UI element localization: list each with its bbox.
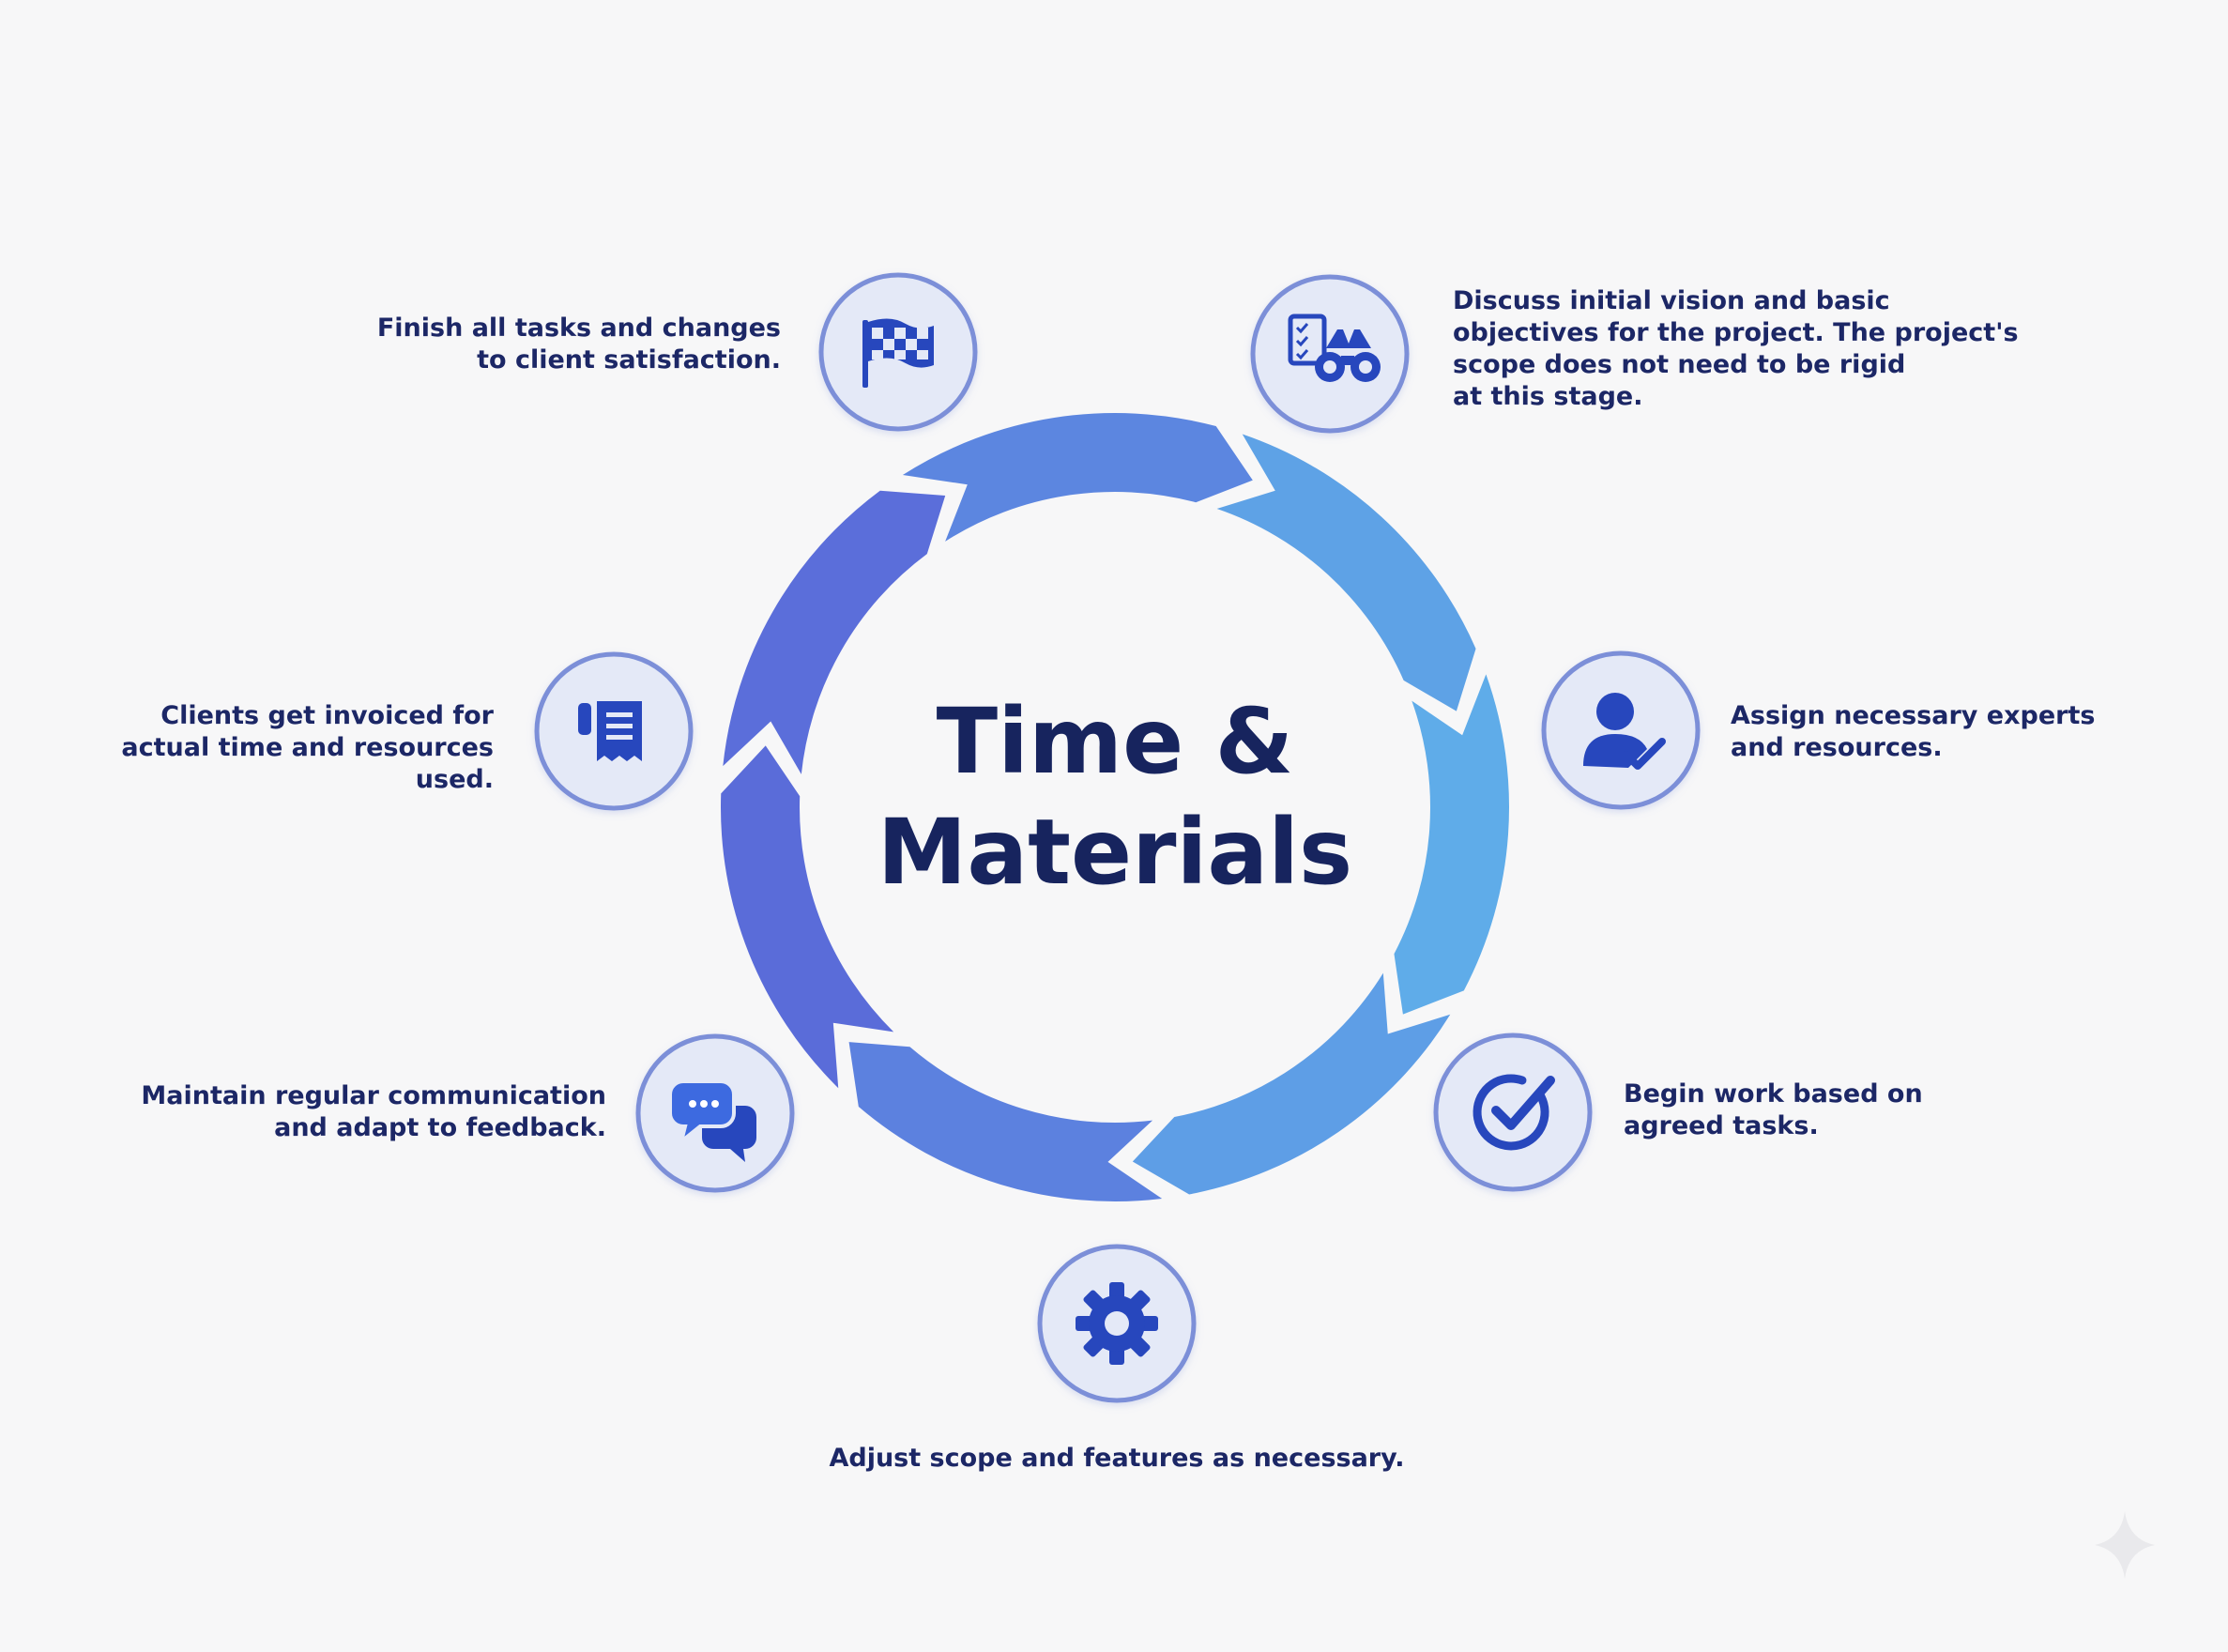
step-badge-invoice <box>534 651 694 811</box>
step-text-line: Assign necessary experts <box>1731 701 2096 730</box>
checklist-binoculars-icon <box>1288 314 1381 382</box>
ring-arrow-segment-adjust <box>1394 674 1510 1015</box>
step-text-line: Clients get invoiced for <box>160 701 494 730</box>
ring-arrow-segment-invoice <box>848 1042 1163 1201</box>
step-text-line: objectives for the project. The project'… <box>1453 318 2019 347</box>
center-title-line-2: Materials <box>877 800 1352 905</box>
step-text-invoice: Clients get invoiced for actual time and… <box>121 700 494 796</box>
step-text-line: Adjust scope and features as necessary. <box>829 1444 1405 1473</box>
cycle-ring <box>721 413 1510 1201</box>
ring-arrow-segment-discuss <box>723 490 946 774</box>
ring-arrow-segment-maintain <box>1132 972 1451 1195</box>
user-check-icon <box>1583 693 1666 770</box>
step-text-begin: Begin work based on agreed tasks. <box>1624 1078 1923 1142</box>
step-text-maintain: Maintain regular communication and adapt… <box>141 1080 606 1144</box>
ring-arrow-segment-assign <box>902 413 1253 542</box>
step-badge-begin <box>1433 1032 1593 1192</box>
chat-bubbles-icon <box>668 1079 756 1162</box>
step-text-line: at this stage. <box>1453 382 1643 411</box>
step-text-line: Discuss initial vision and basic <box>1453 286 1890 315</box>
step-text-discuss: Discuss initial vision and basic objecti… <box>1453 285 2019 413</box>
step-badge-assign <box>1541 650 1701 810</box>
step-text-line: and adapt to feedback. <box>274 1113 606 1142</box>
step-text-finish: Finish all tasks and changes to client s… <box>377 313 781 376</box>
step-text-line: used. <box>415 765 494 794</box>
step-text-line: scope does not need to be rigid <box>1453 350 1906 379</box>
step-text-adjust: Adjust scope and features as necessary. <box>741 1443 1492 1475</box>
center-title-line-1: Time & <box>937 689 1294 794</box>
ring-arrow-segment-begin <box>1216 434 1476 711</box>
step-text-line: agreed tasks. <box>1624 1111 1819 1140</box>
sparkle-icon <box>2095 1511 2155 1579</box>
step-text-line: actual time and resources <box>121 733 494 762</box>
step-text-assign: Assign necessary experts and resources. <box>1731 700 2095 764</box>
step-badge-finish <box>818 272 978 432</box>
step-text-line: Finish all tasks and changes <box>376 314 781 343</box>
step-text-line: Begin work based on <box>1624 1079 1923 1109</box>
step-text-line: to client satisfaction. <box>477 345 781 375</box>
checkered-flag-icon <box>862 318 934 388</box>
step-text-line: Maintain regular communication <box>141 1081 606 1110</box>
ring-arrow-segment-finish <box>721 745 894 1089</box>
step-badge-maintain <box>635 1033 795 1193</box>
check-circle-icon <box>1473 1074 1555 1151</box>
step-badge-discuss <box>1250 274 1410 434</box>
step-badge-adjust <box>1037 1244 1197 1403</box>
gear-icon <box>1076 1282 1158 1365</box>
receipt-icon <box>578 701 642 761</box>
step-text-line: and resources. <box>1731 733 1943 762</box>
